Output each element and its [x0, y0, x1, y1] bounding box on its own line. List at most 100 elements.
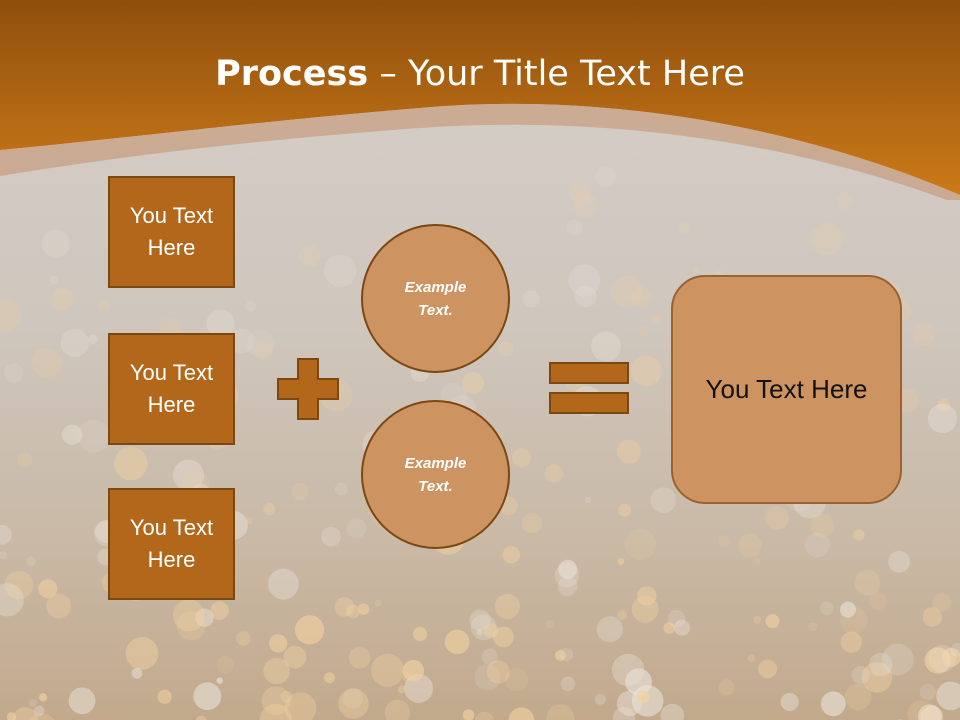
bokeh-dot: [617, 557, 625, 565]
bokeh-dot: [28, 698, 37, 707]
bokeh-dot: [176, 611, 206, 641]
bokeh-dot: [324, 672, 335, 684]
bokeh-dot: [39, 693, 48, 702]
bokeh-dot: [348, 647, 371, 669]
bokeh-dot: [764, 505, 789, 530]
bokeh-dot: [617, 610, 628, 621]
bokeh-dot: [718, 535, 731, 548]
bokeh-dot: [558, 559, 578, 579]
bokeh-dot: [246, 330, 275, 358]
bokeh-dot: [584, 496, 592, 504]
left-box-3-line2: Here: [147, 547, 196, 572]
bokeh-dot: [125, 637, 159, 670]
bokeh-dot: [568, 181, 591, 204]
bokeh-dot: [6, 712, 17, 720]
bokeh-dot: [41, 229, 70, 258]
bokeh-dot: [950, 642, 960, 658]
bokeh-dot: [678, 221, 691, 234]
bokeh-dot: [0, 298, 21, 333]
bokeh-dot: [413, 626, 428, 642]
bokeh-dot: [851, 665, 870, 685]
bokeh-dot: [193, 682, 222, 711]
bokeh-dot: [12, 707, 39, 720]
bokeh-dot: [936, 681, 960, 711]
bokeh-dot: [60, 328, 89, 357]
bokeh-dot: [631, 287, 653, 309]
left-box-2-line1: You Text: [129, 360, 214, 385]
bokeh-dot: [474, 664, 501, 691]
bokeh-dot: [268, 634, 288, 653]
bokeh-dot: [342, 688, 364, 709]
bokeh-dot: [840, 601, 856, 618]
bokeh-dot: [508, 707, 535, 720]
bokeh-dot: [338, 688, 369, 719]
bokeh-dot: [844, 683, 872, 711]
bokeh-dot: [596, 616, 623, 643]
bokeh-dot: [573, 193, 598, 218]
bokeh-dot: [804, 532, 830, 558]
bokeh-dot: [651, 313, 662, 324]
bokeh-dot: [765, 614, 780, 629]
bokeh-dot: [334, 482, 348, 496]
circle-1-line1: Example: [404, 278, 467, 296]
left-box-3-line1: You Text: [129, 515, 214, 540]
bokeh-dot: [810, 513, 834, 538]
bokeh-dot: [505, 668, 529, 692]
bokeh-dot: [476, 629, 483, 636]
bokeh-dot: [674, 619, 690, 636]
bokeh-dot: [493, 626, 514, 648]
bokeh-dot: [346, 604, 360, 619]
bokeh-dot: [650, 487, 677, 513]
bokeh-dot: [0, 550, 7, 560]
bokeh-dot: [924, 647, 951, 674]
bokeh-dot: [284, 692, 317, 720]
bokeh-dot: [591, 331, 621, 362]
bokeh-dot: [918, 704, 942, 720]
bokeh-dot: [267, 568, 299, 600]
bokeh-dot: [206, 309, 235, 339]
bokeh-dot: [61, 424, 83, 445]
bokeh-dot: [612, 706, 636, 720]
bokeh-dot: [483, 623, 499, 638]
bokeh-dot: [358, 603, 370, 615]
bokeh-dot: [4, 363, 24, 383]
left-box-1-line1: You Text: [129, 203, 214, 228]
bokeh-dot: [229, 328, 255, 354]
bokeh-dot: [245, 300, 257, 312]
bokeh-dot: [820, 691, 846, 717]
header-band: [0, 0, 960, 200]
bokeh-dot: [172, 459, 205, 491]
bokeh-dot: [210, 601, 229, 620]
bokeh-dot: [637, 586, 657, 606]
bokeh-dot: [4, 570, 34, 600]
bokeh-dot: [932, 593, 952, 612]
bokeh-dot: [261, 686, 291, 715]
bokeh-dot: [568, 264, 601, 297]
bokeh-dot: [371, 653, 404, 687]
bokeh-dot: [172, 599, 205, 632]
bokeh-dot: [631, 595, 659, 623]
bokeh-dot: [545, 619, 554, 629]
bokeh-dot: [68, 687, 96, 715]
bokeh-dot: [32, 347, 62, 378]
circle-2-line1: Example: [404, 454, 467, 472]
bokeh-dot: [474, 711, 494, 720]
bokeh-dot: [888, 550, 910, 573]
bokeh-dot: [611, 653, 645, 687]
bokeh-dot: [374, 599, 382, 607]
bokeh-dot: [853, 529, 865, 541]
bokeh-dot: [462, 709, 475, 720]
bokeh-dot: [346, 518, 367, 539]
bokeh-dot: [758, 659, 778, 679]
bokeh-dot: [595, 166, 616, 187]
left-box-1-line2: Here: [147, 235, 196, 260]
bokeh-dot: [836, 194, 852, 209]
bokeh-dot: [51, 288, 74, 311]
bokeh-dot: [384, 699, 410, 720]
bokeh-dot: [636, 690, 650, 704]
bokeh-dot: [324, 254, 357, 287]
bokeh-dot: [663, 622, 676, 634]
bokeh-dot: [747, 654, 756, 662]
bokeh-dot: [321, 526, 341, 547]
